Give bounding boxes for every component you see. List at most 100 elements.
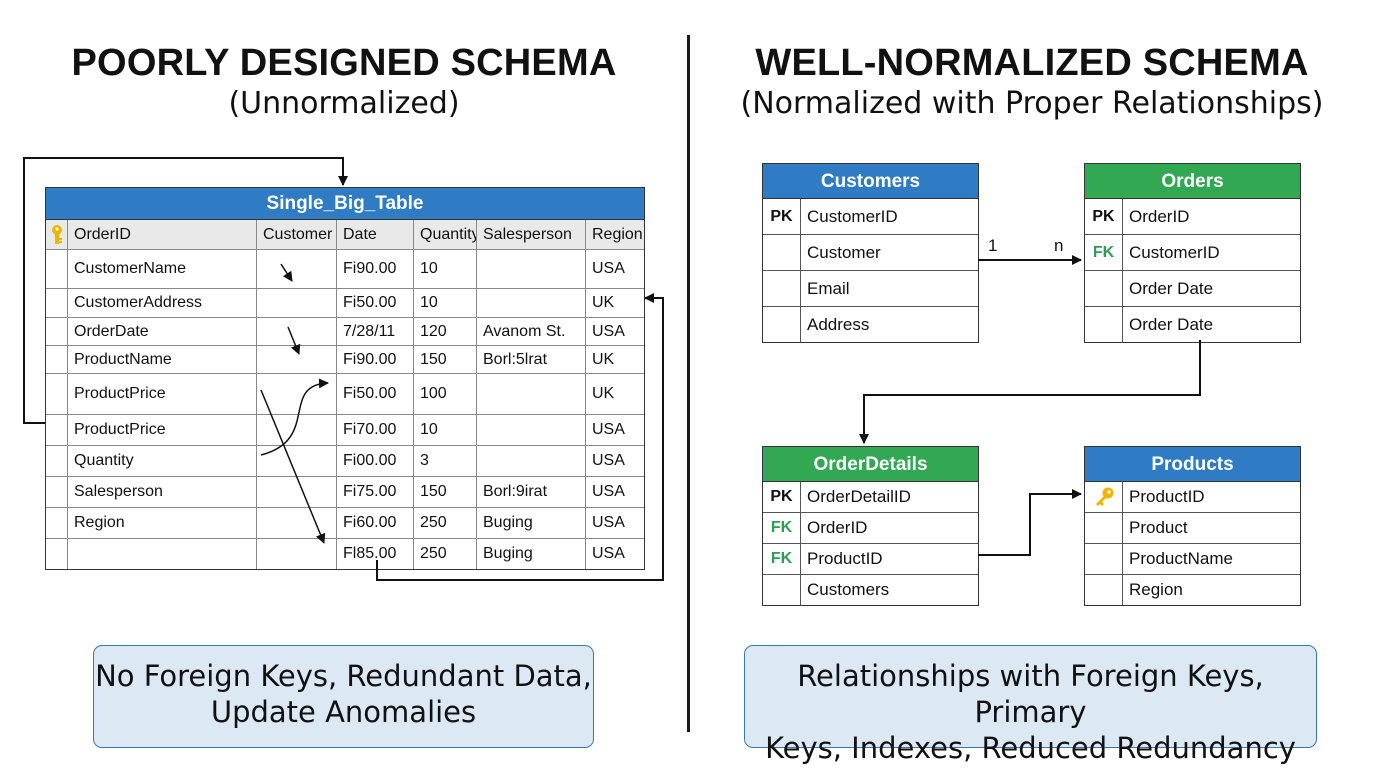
table-cell: Buging xyxy=(477,508,586,538)
table-cell: 10 xyxy=(414,289,477,317)
big-table-header-row: OrderID Customer Date Quantity Salespers… xyxy=(46,220,644,250)
right-note: Relationships with Foreign Keys, Primary… xyxy=(744,645,1317,765)
table-cell: 10 xyxy=(414,415,477,445)
table-cell: Borl:9irat xyxy=(477,477,586,507)
table-cell xyxy=(257,539,337,569)
cardinality-many: n xyxy=(1054,236,1063,255)
table-cell: UK xyxy=(592,294,615,311)
column-header: Salesperson xyxy=(477,220,586,249)
table-cell: Fi75.00 xyxy=(337,477,414,507)
right-subheading: (Normalized with Proper Relationships) xyxy=(740,86,1324,121)
single-big-table: Single_Big_Table OrderID Customer Date Q… xyxy=(45,187,645,570)
column-header: Region xyxy=(592,225,643,243)
list-item: FK OrderID xyxy=(763,513,978,544)
column-header: Date xyxy=(337,220,414,249)
row-marker-cell xyxy=(46,346,68,373)
inner-arrow-1 xyxy=(280,263,293,282)
list-item: ProductID xyxy=(1085,482,1300,513)
inner-arrow-3 xyxy=(260,389,326,544)
table-cell xyxy=(477,250,586,288)
left-subheading: (Unnormalized) xyxy=(228,86,460,121)
table-cell: Fi50.00 xyxy=(337,374,414,414)
key-cell xyxy=(1085,513,1123,543)
field-name: Customers xyxy=(807,580,890,599)
left-heading: POORLY DESIGNED SCHEMA xyxy=(71,42,617,84)
row-marker-cell xyxy=(46,250,68,288)
table-cell: USA xyxy=(592,545,625,562)
table-cell: ProductPrice xyxy=(68,415,257,445)
list-item: Customers xyxy=(763,575,978,605)
field-name: OrderDetailID xyxy=(807,487,911,506)
table-cell: 250 xyxy=(414,508,477,538)
table-cell: Buging xyxy=(477,539,586,569)
table-cell: Avanom St. xyxy=(477,318,586,345)
key-cell xyxy=(763,575,801,605)
table-cell: Fi70.00 xyxy=(337,415,414,445)
field-name: ProductID xyxy=(1129,487,1205,506)
table-cell: USA xyxy=(592,421,625,438)
table-cell: Borl:5lrat xyxy=(477,346,586,373)
table-cell: Region xyxy=(68,508,257,538)
table-cell xyxy=(68,539,257,569)
table-cell: 100 xyxy=(414,374,477,414)
table-cell xyxy=(257,289,337,317)
loop-arrow-top xyxy=(23,157,348,424)
foreign-key-label: FK xyxy=(1085,235,1123,270)
table-cell xyxy=(257,250,337,288)
table-cell: UK xyxy=(592,385,615,402)
table-cell: 10 xyxy=(414,250,477,288)
field-name: Customer xyxy=(807,242,881,262)
table-cell xyxy=(257,415,337,445)
inner-arrow-2 xyxy=(287,326,301,355)
key-cell xyxy=(763,271,801,306)
loop-arrow-right xyxy=(376,293,664,581)
table-cell: Fi50.00 xyxy=(337,289,414,317)
field-name: Address xyxy=(807,314,870,334)
foreign-key-label: FK xyxy=(763,513,801,543)
orderdetails-products-arrow xyxy=(978,489,1082,556)
row-marker-cell xyxy=(46,539,68,569)
orders-title: Orders xyxy=(1085,164,1300,199)
table-cell xyxy=(257,318,337,345)
table-cell: 120 xyxy=(414,318,477,345)
row-marker-cell xyxy=(46,374,68,414)
table-cell xyxy=(257,508,337,538)
list-item: Address xyxy=(763,307,978,342)
table-cell: Fl85.00 xyxy=(337,539,414,569)
table-cell: CustomerName xyxy=(68,250,257,288)
primary-key-label: PK xyxy=(763,199,801,234)
key-cell xyxy=(1085,271,1123,306)
table-cell: Fi00.00 xyxy=(337,446,414,476)
list-item: ProductName xyxy=(1085,544,1300,575)
table-cell: USA xyxy=(592,514,625,531)
table-cell xyxy=(477,374,586,414)
table-cell xyxy=(257,477,337,507)
list-item: Product xyxy=(1085,513,1300,544)
field-name: OrderID xyxy=(807,518,868,537)
table-cell: Fi60.00 xyxy=(337,508,414,538)
list-item: PK CustomerID xyxy=(763,199,978,235)
inner-arrow-4 xyxy=(260,378,329,456)
table-cell: ProductName xyxy=(68,346,257,373)
table-cell xyxy=(257,446,337,476)
primary-key-label: PK xyxy=(1085,199,1123,234)
field-name: ProductID xyxy=(807,549,883,568)
left-note: No Foreign Keys, Redundant Data, Update … xyxy=(93,645,594,748)
field-name: Product xyxy=(1129,518,1188,537)
field-name: CustomerID xyxy=(807,206,898,226)
cardinality-one: 1 xyxy=(988,236,997,255)
list-item: Order Date xyxy=(1085,307,1300,342)
orders-orderdetails-arrow xyxy=(859,340,1201,444)
